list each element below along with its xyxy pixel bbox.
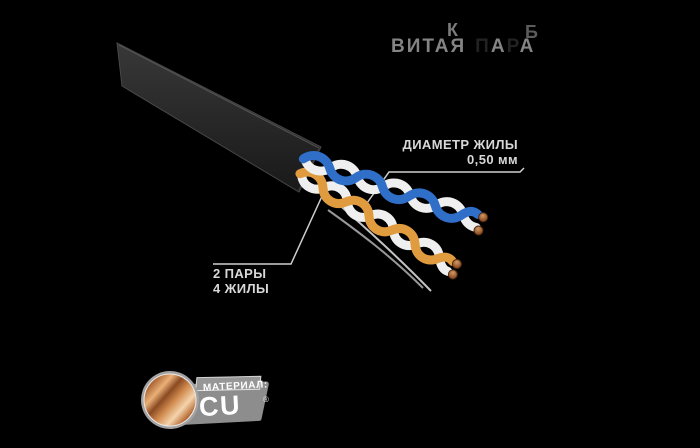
callout-pairs-line1: 2 ПАРЫ — [213, 266, 267, 281]
cable-jacket-body — [116, 42, 322, 193]
watermark-fragment-left: К — [447, 20, 458, 40]
watermark-fragment-right: Б — [525, 22, 538, 42]
cable-jacket-highlight — [118, 44, 320, 149]
pairs-leader-line — [213, 193, 324, 265]
twisted-pair-blue — [298, 151, 489, 236]
watermark-letter: А — [519, 36, 536, 57]
blue-wire — [298, 151, 483, 223]
badge-material-value: CU — [198, 389, 242, 423]
copper-tip — [451, 259, 462, 270]
badge-label-tab — [194, 375, 262, 392]
callout-pairs: 2 ПАРЫ 4 ЖИЛЫ — [213, 266, 269, 296]
watermark-letter: П — [475, 36, 491, 57]
loose-wire — [327, 209, 424, 289]
twisted-pair-orange — [295, 167, 462, 280]
watermark-letter: А — [490, 36, 507, 57]
watermark-word1: ВИТАЯ — [391, 36, 467, 57]
watermark-letter: Р — [506, 36, 520, 57]
callout-diameter-label: ДИАМЕТР ЖИЛЫ — [402, 137, 518, 152]
copper-tip — [473, 225, 484, 236]
callout-diameter: ДИАМЕТР ЖИЛЫ 0,50 мм — [365, 137, 518, 167]
orange-wire — [295, 167, 458, 266]
material-badge — [141, 371, 269, 429]
callout-diameter-value: 0,50 мм — [467, 152, 518, 167]
copper-tip — [478, 212, 489, 223]
callout-pairs-line2: 4 ЖИЛЫ — [213, 281, 270, 296]
copper-tip — [447, 269, 458, 280]
registered-mark-icon: ® — [262, 394, 270, 405]
cable-jacket — [116, 42, 322, 193]
copper-circle-icon — [143, 373, 197, 427]
